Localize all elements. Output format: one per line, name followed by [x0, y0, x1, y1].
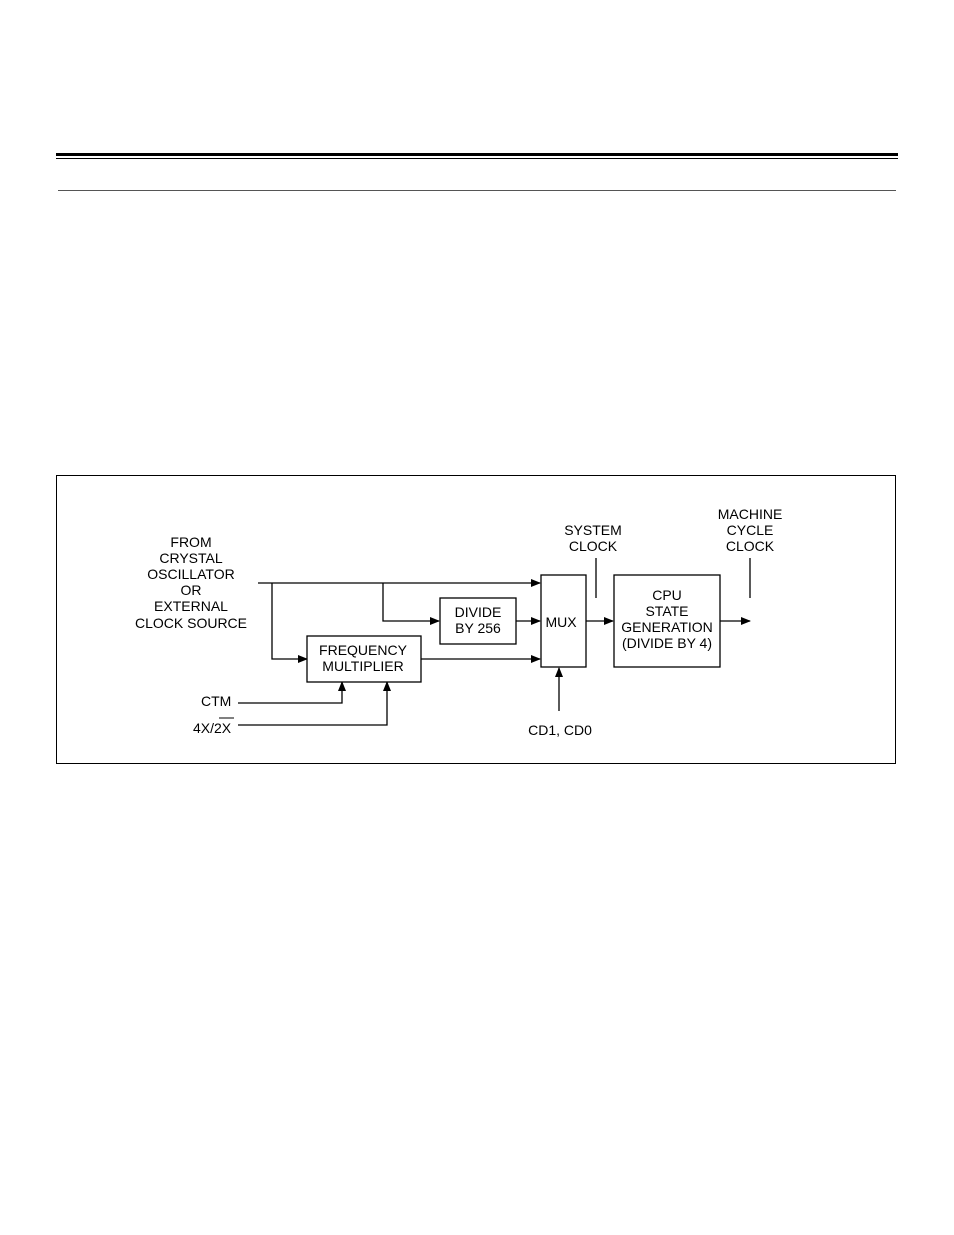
machine-cycle-clock-label: MACHINE CYCLE CLOCK	[718, 506, 783, 554]
svg-text:OR: OR	[181, 582, 202, 598]
system-clock-label: SYSTEM CLOCK	[564, 522, 622, 554]
svg-text:SYSTEM: SYSTEM	[564, 522, 622, 538]
sel-4x-2x-label: 4X/2X	[193, 720, 232, 736]
freq-block-label: FREQUENCY MULTIPLIER	[319, 642, 408, 674]
svg-text:FROM: FROM	[170, 534, 211, 550]
svg-text:CYCLE: CYCLE	[727, 522, 774, 538]
svg-text:CPU: CPU	[652, 587, 682, 603]
svg-text:(DIVIDE BY 4): (DIVIDE BY 4)	[622, 635, 712, 651]
svg-text:CLOCK: CLOCK	[569, 538, 618, 554]
svg-text:FREQUENCY: FREQUENCY	[319, 642, 408, 658]
svg-text:MACHINE: MACHINE	[718, 506, 783, 522]
svg-text:CLOCK: CLOCK	[726, 538, 775, 554]
divide-block-label: DIVIDE BY 256	[455, 604, 502, 636]
source-label: FROM CRYSTAL OSCILLATOR OR EXTERNAL CLOC…	[135, 534, 247, 631]
cd-label: CD1, CD0	[528, 722, 592, 738]
svg-text:MULTIPLIER: MULTIPLIER	[322, 658, 403, 674]
svg-text:GENERATION: GENERATION	[621, 619, 713, 635]
svg-text:CRYSTAL: CRYSTAL	[159, 550, 222, 566]
ctm-label: CTM	[201, 693, 231, 709]
svg-text:EXTERNAL: EXTERNAL	[154, 598, 228, 614]
mux-label: MUX	[545, 614, 577, 630]
svg-text:DIVIDE: DIVIDE	[455, 604, 502, 620]
svg-text:CLOCK SOURCE: CLOCK SOURCE	[135, 615, 247, 631]
svg-text:STATE: STATE	[645, 603, 688, 619]
svg-text:OSCILLATOR: OSCILLATOR	[147, 566, 234, 582]
svg-text:BY 256: BY 256	[455, 620, 501, 636]
